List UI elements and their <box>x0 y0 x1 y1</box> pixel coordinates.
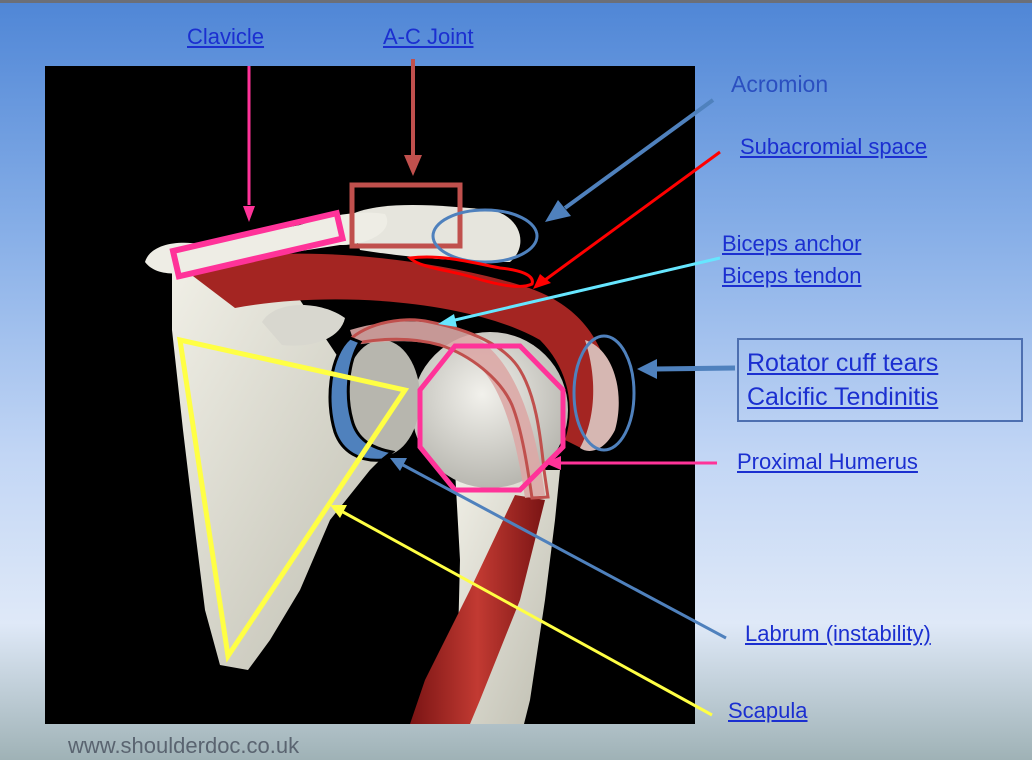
biceps-tendon-label[interactable]: Biceps tendon <box>722 263 862 288</box>
site-url-footer: www.shoulderdoc.co.uk <box>68 733 300 758</box>
labrum-arrowhead <box>390 458 407 471</box>
scapula-arrowhead <box>330 505 347 518</box>
biceps-arrow-line <box>454 256 721 322</box>
scapula-arrow-line <box>342 510 713 717</box>
acromion-label: Acromion <box>731 71 829 97</box>
coracoid <box>262 304 345 346</box>
top-border <box>0 0 1032 3</box>
biceps-arrowhead <box>438 314 457 327</box>
acromion-marker <box>431 208 539 264</box>
biceps-tendon-strip <box>350 321 545 498</box>
humerus-marker <box>417 343 566 493</box>
rotator-cuff-muscle <box>185 253 611 450</box>
biceps-muscle <box>410 495 545 724</box>
rotator-cuff-marker <box>572 334 636 452</box>
calcific-tendinitis-label[interactable]: Calcific Tendinitis <box>747 383 939 411</box>
subacromial-arrowhead <box>533 274 551 289</box>
subacromial-arrow-line <box>544 150 721 282</box>
markers <box>169 182 636 663</box>
pointer-arrows <box>243 59 736 717</box>
clavicle-arrowhead <box>243 206 255 222</box>
acromion-arrowhead <box>545 200 571 222</box>
rotator-cuff-arrow-line <box>654 365 736 372</box>
proximal-humerus-label[interactable]: Proximal Humerus <box>737 449 918 474</box>
labrum-arrow-line <box>402 463 727 640</box>
subacromial-marker <box>406 255 534 288</box>
subacromial-space-label[interactable]: Subacromial space <box>740 134 928 159</box>
scapula-label[interactable]: Scapula <box>728 698 808 723</box>
acromion-arrow-line <box>563 98 715 210</box>
clavicle-marker <box>169 209 347 280</box>
biceps-anchor-label[interactable]: Biceps anchor <box>722 231 862 256</box>
deltoid-edge <box>580 340 619 451</box>
glenoid <box>344 340 420 456</box>
clavicle-bone <box>145 212 388 274</box>
rotator-cuff-tears-label[interactable]: Rotator cuff tears <box>747 349 939 377</box>
ac-joint-arrowhead <box>404 155 422 176</box>
scapula-marker <box>176 336 410 663</box>
clavicle-label[interactable]: Clavicle <box>187 24 265 49</box>
humerus-arrowhead <box>545 456 561 470</box>
labrum-label[interactable]: Labrum (instability) <box>745 621 931 646</box>
rotator-cuff-label-box: Rotator cuff tears Calcific Tendinitis <box>737 338 1023 422</box>
ac-joint-marker <box>349 182 463 249</box>
ac-joint-label[interactable]: A-C Joint <box>383 24 474 49</box>
rotator-cuff-arrowhead <box>637 359 657 379</box>
labrum-marker <box>328 336 396 462</box>
biceps-marker <box>341 318 550 500</box>
